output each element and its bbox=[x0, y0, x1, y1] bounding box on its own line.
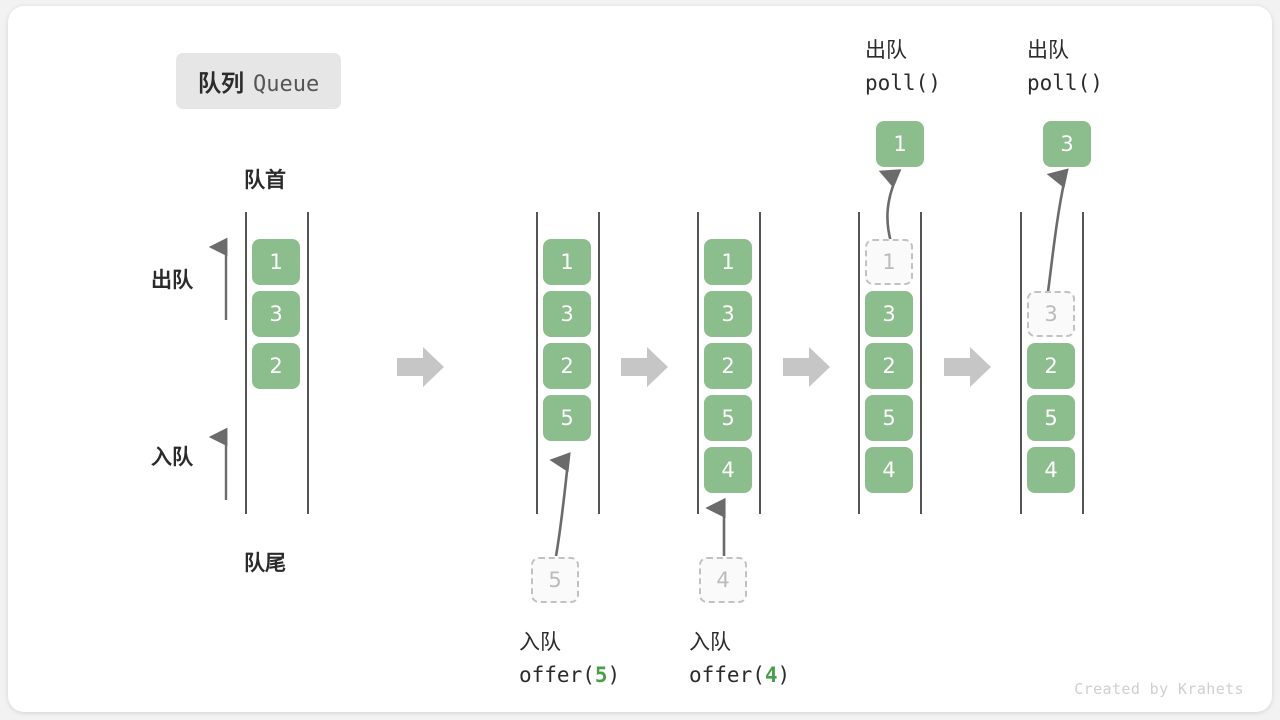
queue-cell: 2 bbox=[865, 343, 913, 389]
queue-stage-offer-5: 1 3 2 5 bbox=[536, 212, 600, 514]
queue-cell-new: 4 bbox=[704, 447, 752, 493]
caption-poll-1: 出队 poll() bbox=[865, 34, 941, 99]
queue-cell: 4 bbox=[1027, 447, 1075, 493]
code-fn: offer( bbox=[689, 662, 765, 687]
flow-arrow-icon bbox=[944, 347, 991, 387]
caption-cn: 入队 bbox=[519, 630, 561, 654]
queue-stage-offer-4: 1 3 2 5 4 bbox=[697, 212, 761, 514]
title-cn: 队列 bbox=[198, 71, 244, 97]
dequeue-arrow-icon bbox=[878, 169, 902, 243]
enqueue-direction-arrow-icon bbox=[208, 427, 228, 500]
title-badge: 队列 Queue bbox=[176, 53, 342, 109]
queue-cell: 3 bbox=[865, 291, 913, 337]
label-dequeue-direction: 出队 bbox=[151, 268, 193, 292]
code-arg: 5 bbox=[594, 662, 608, 687]
queue-stage-initial: 1 3 2 bbox=[245, 212, 309, 514]
caption-code: offer(4) bbox=[689, 659, 790, 692]
credit-text: Created by Krahets bbox=[1074, 680, 1244, 698]
label-rear: 队尾 bbox=[244, 551, 286, 575]
caption-code: poll() bbox=[865, 70, 941, 95]
rail-left bbox=[245, 212, 247, 514]
code-fn: offer( bbox=[519, 662, 595, 687]
enqueue-arrow-icon bbox=[705, 497, 726, 557]
caption-offer-5: 入队 offer(5) bbox=[519, 626, 620, 691]
queue-cell: 5 bbox=[704, 395, 752, 441]
queue-cell: 2 bbox=[704, 343, 752, 389]
queue-cell: 2 bbox=[543, 343, 591, 389]
diagram-card: 队列 Queue 队首 队尾 出队 入队 1 3 2 1 3 bbox=[8, 6, 1272, 712]
code-end: ) bbox=[607, 662, 621, 687]
queue-cell-removing: 3 bbox=[1027, 291, 1075, 337]
flow-arrow-icon bbox=[397, 347, 444, 387]
queue-cell: 1 bbox=[252, 239, 300, 285]
enqueue-arrow-icon bbox=[549, 452, 571, 557]
queue-cell: 3 bbox=[543, 291, 591, 337]
flow-arrow-icon bbox=[783, 347, 830, 387]
dequeued-element: 1 bbox=[876, 121, 924, 167]
queue-cell: 1 bbox=[543, 239, 591, 285]
queue-cell: 5 bbox=[865, 395, 913, 441]
incoming-element-ghost: 4 bbox=[699, 557, 747, 603]
rail-right bbox=[598, 212, 600, 514]
label-enqueue-direction: 入队 bbox=[151, 445, 193, 469]
queue-cell-new: 5 bbox=[543, 395, 591, 441]
queue-cell: 3 bbox=[704, 291, 752, 337]
caption-code: offer(5) bbox=[519, 659, 620, 692]
caption-code: poll() bbox=[1027, 70, 1103, 95]
rail-right bbox=[1082, 212, 1084, 514]
code-end: ) bbox=[777, 662, 791, 687]
title-en: Queue bbox=[253, 72, 320, 97]
queue-cell: 5 bbox=[1027, 395, 1075, 441]
flow-arrow-icon bbox=[621, 347, 668, 387]
rail-right bbox=[759, 212, 761, 514]
rail-left bbox=[858, 212, 860, 514]
dequeued-element: 3 bbox=[1043, 121, 1091, 167]
caption-offer-4: 入队 offer(4) bbox=[689, 626, 790, 691]
queue-cell: 1 bbox=[704, 239, 752, 285]
rail-left bbox=[697, 212, 699, 514]
rail-right bbox=[920, 212, 922, 514]
queue-stage-poll-1: 1 3 2 5 4 bbox=[858, 212, 922, 514]
rail-left bbox=[536, 212, 538, 514]
queue-cell-removing: 1 bbox=[865, 239, 913, 285]
queue-cell: 2 bbox=[1027, 343, 1075, 389]
rail-right bbox=[307, 212, 309, 514]
caption-poll-3: 出队 poll() bbox=[1027, 34, 1103, 99]
queue-cell: 4 bbox=[865, 447, 913, 493]
queue-stage-poll-3: 3 2 5 4 bbox=[1020, 212, 1084, 514]
incoming-element-ghost: 5 bbox=[531, 557, 579, 603]
queue-cell: 3 bbox=[252, 291, 300, 337]
dequeue-direction-arrow-icon bbox=[208, 237, 228, 320]
caption-cn: 入队 bbox=[689, 630, 731, 654]
code-arg: 4 bbox=[764, 662, 778, 687]
caption-cn: 出队 bbox=[865, 38, 907, 62]
rail-left bbox=[1020, 212, 1022, 514]
queue-cell: 2 bbox=[252, 343, 300, 389]
label-front: 队首 bbox=[244, 168, 286, 192]
caption-cn: 出队 bbox=[1027, 38, 1069, 62]
